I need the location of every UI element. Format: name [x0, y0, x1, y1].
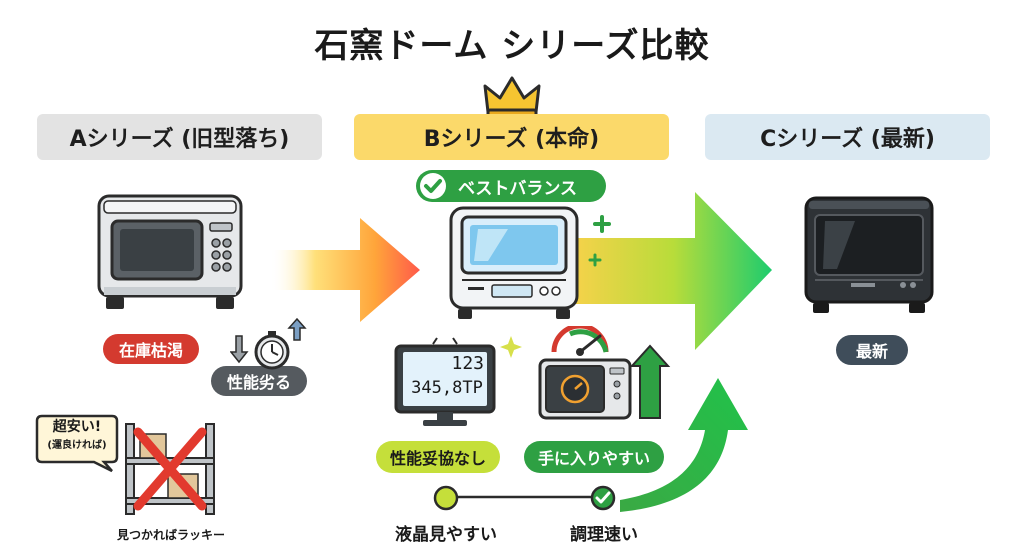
check-icon	[595, 491, 611, 504]
gauge-oven-image	[538, 326, 671, 420]
lcd-line-2: 345,8TP	[411, 378, 483, 398]
series-b-oven-image	[449, 206, 579, 319]
tag-no-compromise-label: 性能妥協なし	[389, 449, 486, 468]
speech-bubble	[35, 414, 119, 473]
series-a-oven-image	[97, 194, 243, 309]
tag-easy-to-get: 手に入りやすい	[524, 441, 664, 473]
series-b-label: Bシリーズ (本命)	[423, 127, 600, 152]
tag-out-of-stock: 在庫枯渇	[103, 334, 199, 364]
tag-latest: 最新	[836, 335, 908, 365]
x-mark-icon	[133, 427, 207, 511]
tag-lower-performance: 性能劣る	[211, 366, 307, 396]
bubble-text-main: 超安い!	[52, 419, 102, 435]
stopwatch-icon	[230, 318, 307, 370]
page-title: 石窯ドーム シリーズ比較	[314, 26, 710, 66]
best-balance-label: ベストバランス	[458, 178, 577, 199]
plus-icon	[593, 215, 611, 233]
timeline-label-1: 液晶見やすい	[395, 525, 497, 545]
down-arrow-icon	[230, 335, 249, 364]
timeline-node-2	[590, 485, 616, 511]
timeline-node-1	[433, 485, 459, 511]
up-arrow-icon	[287, 318, 307, 341]
series-c-label: Cシリーズ (最新)	[760, 127, 935, 152]
tag-latest-label: 最新	[855, 342, 888, 361]
arrow-a-to-b	[270, 218, 420, 322]
lcd-line-1: 123	[451, 353, 484, 374]
empty-shelf-image	[125, 423, 215, 515]
series-a-label: Aシリーズ (旧型落ち)	[69, 127, 290, 152]
bubble-text-sub: (運良ければ)	[47, 440, 107, 451]
lcd-monitor-image	[394, 337, 496, 426]
tag-out-of-stock-label: 在庫枯渇	[118, 341, 183, 360]
best-balance-badge: ベストバランス	[416, 170, 606, 202]
tag-easy-to-get-label: 手に入りやすい	[537, 449, 650, 468]
timeline-label-2: 調理速い	[570, 525, 638, 545]
tag-no-compromise: 性能妥協なし	[376, 441, 500, 473]
series-c-oven-image	[804, 196, 934, 313]
green-up-arrow-icon	[629, 344, 671, 419]
series-b-header: Bシリーズ (本命)	[354, 114, 669, 160]
tag-lower-performance-label: 性能劣る	[226, 373, 291, 392]
check-circle-icon	[420, 173, 446, 199]
series-a-header: Aシリーズ (旧型落ち)	[37, 114, 322, 160]
sparkle-icon	[500, 336, 522, 358]
lucky-caption: 見つかればラッキー	[116, 528, 225, 542]
plus-small-icon	[588, 253, 602, 267]
series-c-header: Cシリーズ (最新)	[705, 114, 990, 160]
